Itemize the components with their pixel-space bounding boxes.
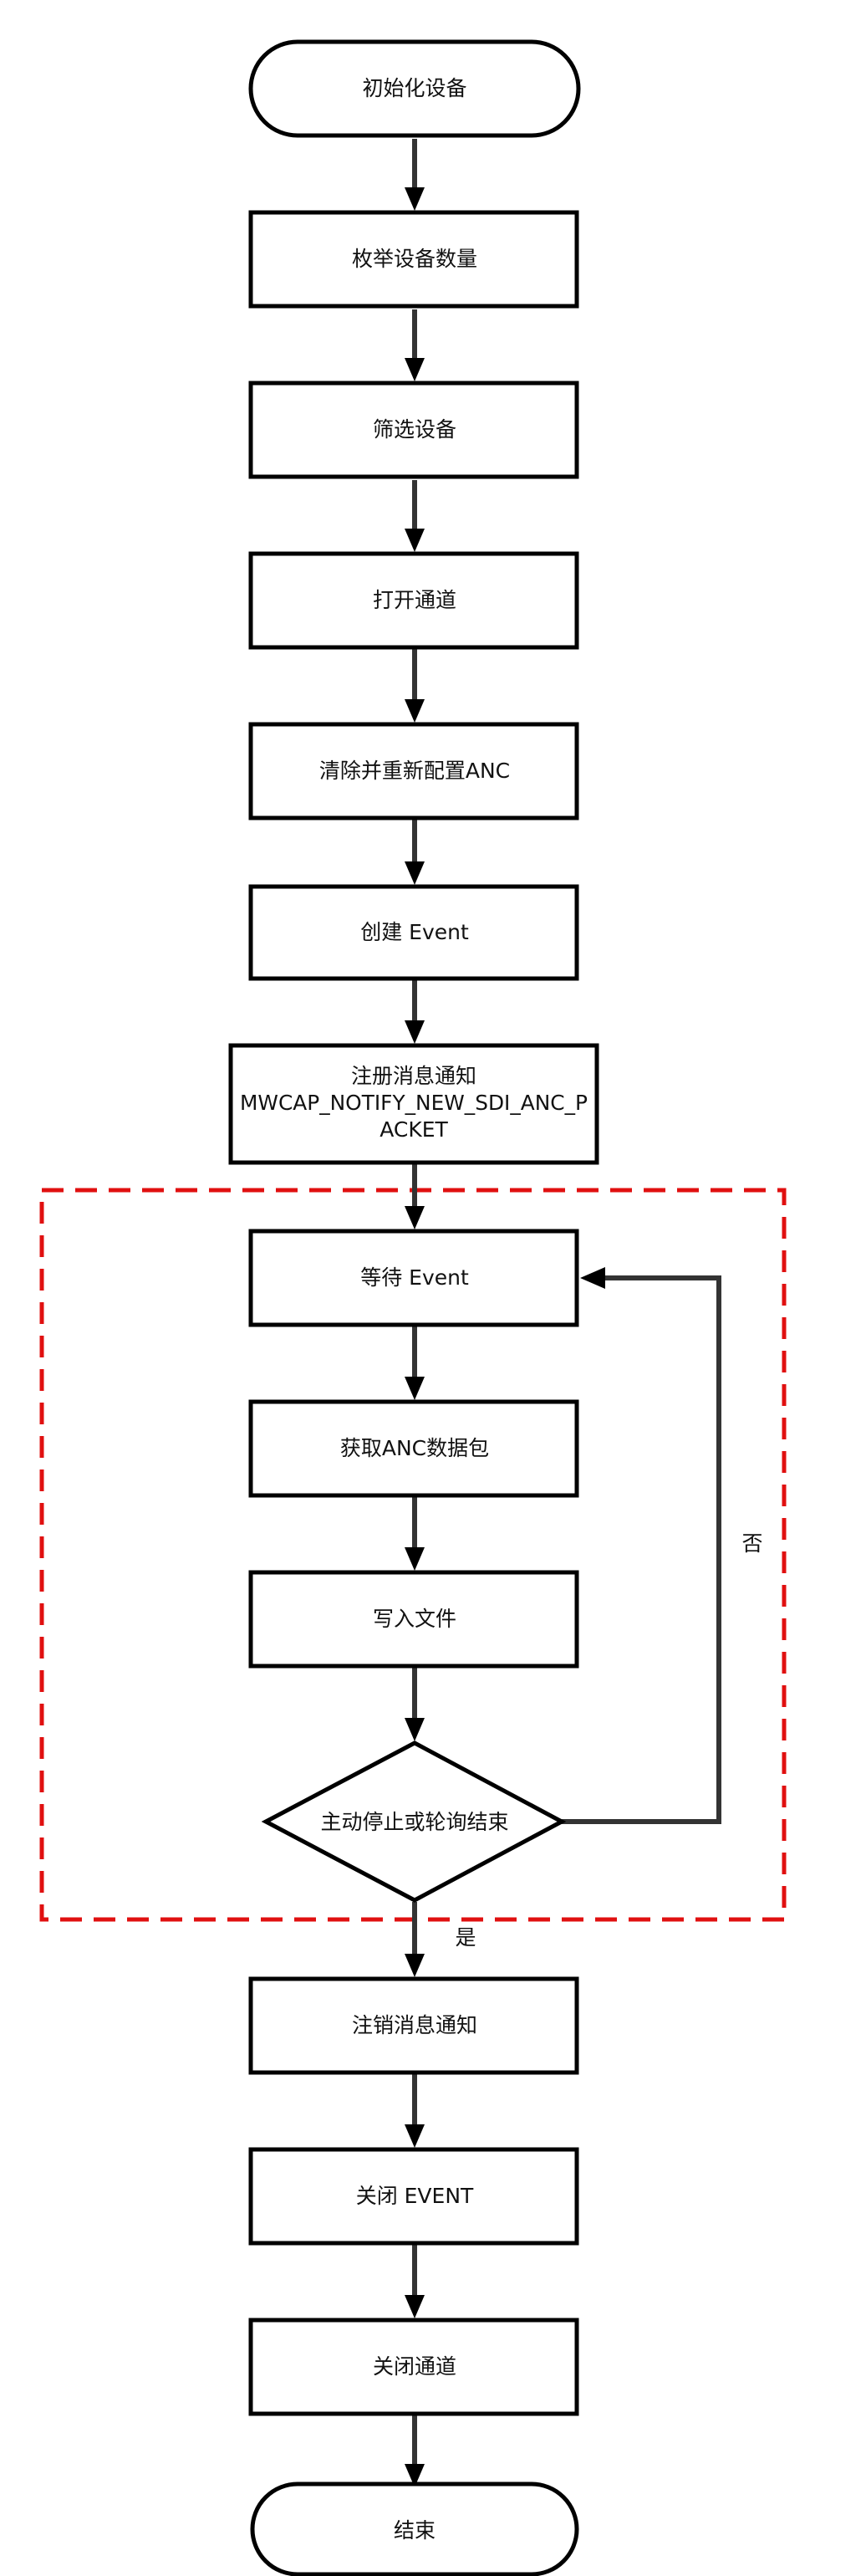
node-unregister-notify-label: 注销消息通知 bbox=[352, 2013, 477, 2037]
process-box-wait-event bbox=[248, 1229, 579, 1327]
process-box-enum-devices bbox=[248, 210, 579, 309]
decision-diamond bbox=[261, 1740, 567, 1903]
node-unregister-notify: 注销消息通知 bbox=[248, 1976, 579, 2075]
process-box-close-event bbox=[248, 2147, 579, 2246]
node-wait-event-label: 等待 Event bbox=[360, 1265, 469, 1290]
arrowhead-create bbox=[405, 861, 425, 885]
process-box-create-event bbox=[248, 884, 579, 981]
edge-loop-back bbox=[562, 1275, 721, 1824]
node-start-label: 初始化设备 bbox=[362, 76, 466, 100]
process-box-get-anc-packet bbox=[248, 1399, 579, 1498]
edge-label-no: 否 bbox=[741, 1531, 762, 1556]
process-box-close-channel bbox=[248, 2318, 579, 2416]
arrowhead-end bbox=[405, 2464, 425, 2487]
arrowhead-clear bbox=[405, 699, 425, 723]
process-box-write-file bbox=[248, 1570, 579, 1669]
process-box-filter-devices bbox=[248, 381, 579, 479]
node-get-anc-packet: 获取ANC数据包 bbox=[248, 1399, 579, 1498]
arrowhead-loop-back bbox=[580, 1267, 605, 1289]
node-clear-config-anc-label: 清除并重新配置ANC bbox=[319, 759, 510, 783]
arrowhead-filter bbox=[405, 358, 425, 381]
terminator-end bbox=[250, 2481, 579, 2576]
node-write-file-label: 写入文件 bbox=[373, 1607, 456, 1631]
arrowhead-wait bbox=[405, 1206, 425, 1229]
arrowhead-close-event bbox=[405, 2124, 425, 2148]
node-clear-config-anc: 清除并重新配置ANC bbox=[248, 722, 579, 820]
node-decision-label: 主动停止或轮询结束 bbox=[320, 1810, 508, 1834]
arrowhead-decision bbox=[405, 1718, 425, 1741]
process-box-unregister-notify bbox=[248, 1976, 579, 2075]
arrowhead-unregister bbox=[405, 1954, 425, 1977]
arrowhead-open bbox=[405, 529, 425, 552]
edge-label-yes: 是 bbox=[455, 1925, 476, 1950]
arrowhead-enum bbox=[405, 187, 425, 211]
node-filter-devices-label: 筛选设备 bbox=[373, 417, 456, 442]
node-enum-devices-label: 枚举设备数量 bbox=[352, 247, 477, 271]
process-box-register-notify bbox=[228, 1043, 599, 1165]
node-create-event: 创建 Event bbox=[248, 884, 579, 981]
node-open-channel: 打开通道 bbox=[248, 551, 579, 650]
node-end-label: 结束 bbox=[394, 2518, 436, 2543]
terminator-start bbox=[248, 39, 581, 138]
node-close-channel-label: 关闭通道 bbox=[373, 2354, 456, 2379]
node-register-notify-label-line-1: 注册消息通知 bbox=[351, 1064, 476, 1088]
node-get-anc-packet-label: 获取ANC数据包 bbox=[340, 1436, 489, 1460]
node-write-file: 写入文件 bbox=[248, 1570, 579, 1669]
process-box-open-channel bbox=[248, 551, 579, 650]
node-close-event: 关闭 EVENT bbox=[248, 2147, 579, 2246]
node-start: 初始化设备 bbox=[248, 39, 581, 138]
node-enum-devices: 枚举设备数量 bbox=[248, 210, 579, 309]
node-filter-devices: 筛选设备 bbox=[248, 381, 579, 479]
node-decision: 主动停止或轮询结束 bbox=[261, 1740, 567, 1903]
node-register-notify: 注册消息通知 MWCAP_NOTIFY_NEW_SDI_ANC_P ACKET bbox=[228, 1043, 599, 1165]
node-close-channel: 关闭通道 bbox=[248, 2318, 579, 2416]
edges bbox=[405, 139, 721, 2487]
node-open-channel-label: 打开通道 bbox=[373, 588, 456, 612]
arrowhead-get bbox=[405, 1377, 425, 1400]
arrowhead-register bbox=[405, 1020, 425, 1044]
process-box-clear-config-anc bbox=[248, 722, 579, 820]
node-register-notify-label-line-2: MWCAP_NOTIFY_NEW_SDI_ANC_P bbox=[240, 1091, 588, 1115]
node-wait-event: 等待 Event bbox=[248, 1229, 579, 1327]
node-close-event-label: 关闭 EVENT bbox=[356, 2184, 474, 2208]
arrowhead-write bbox=[405, 1547, 425, 1571]
arrowhead-close-channel bbox=[405, 2295, 425, 2318]
node-register-notify-label-line-3: ACKET bbox=[380, 1117, 448, 1142]
node-create-event-label: 创建 Event bbox=[360, 920, 469, 944]
node-end: 结束 bbox=[250, 2481, 579, 2576]
